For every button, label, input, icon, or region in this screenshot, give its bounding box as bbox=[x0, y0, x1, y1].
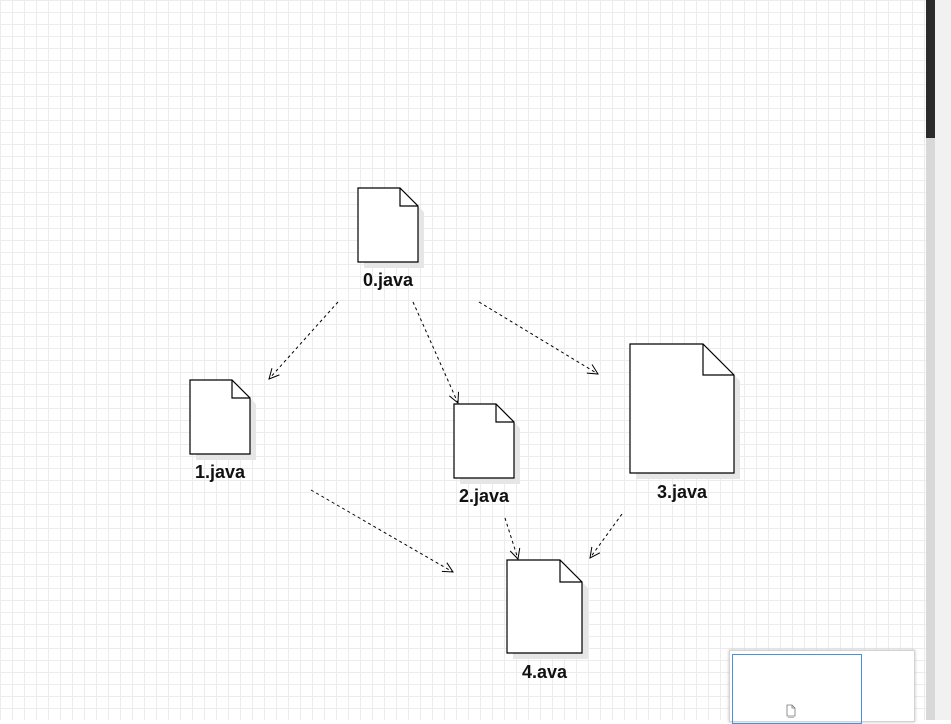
file-4-node[interactable] bbox=[506, 559, 588, 659]
document-fold bbox=[399, 188, 418, 207]
diagram-svg bbox=[189, 187, 740, 659]
document-icon bbox=[786, 704, 796, 718]
diagram-canvas[interactable]: 0.java 1.java 2.java 3.java 4.ava bbox=[0, 0, 926, 720]
file-2-label: 2.java bbox=[458, 486, 510, 506]
document-icon bbox=[629, 343, 735, 474]
file-0-label: 0.java bbox=[362, 270, 414, 290]
dependency-arrow-0-to-1[interactable] bbox=[269, 301, 339, 379]
document-fold bbox=[702, 344, 734, 376]
dependency-arrow-0-to-3[interactable] bbox=[478, 301, 598, 374]
document-fold bbox=[559, 560, 582, 583]
file-3-node[interactable] bbox=[629, 343, 740, 479]
scrollbar-rail[interactable] bbox=[926, 138, 935, 720]
edges-layer bbox=[269, 301, 623, 572]
document-icon bbox=[189, 379, 251, 455]
file-2-node[interactable] bbox=[453, 403, 520, 484]
file-1-node[interactable] bbox=[189, 379, 256, 460]
document-icon bbox=[453, 403, 515, 479]
document-icon bbox=[506, 559, 583, 654]
dependency-arrow-1-to-4[interactable] bbox=[310, 489, 453, 572]
document-icon bbox=[357, 187, 419, 263]
document-fold bbox=[495, 404, 514, 423]
outline-panel[interactable] bbox=[729, 650, 915, 724]
file-4-label: 4.ava bbox=[521, 662, 568, 682]
nodes-layer bbox=[189, 187, 740, 659]
file-1-label: 1.java bbox=[194, 462, 246, 482]
file-0-node[interactable] bbox=[357, 187, 424, 268]
dependency-arrow-3-to-4[interactable] bbox=[590, 513, 623, 558]
dependency-arrow-0-to-2[interactable] bbox=[412, 301, 458, 403]
dependency-arrow-2-to-4[interactable] bbox=[504, 517, 518, 559]
scrollbar-thumb[interactable] bbox=[926, 0, 935, 138]
document-fold bbox=[231, 380, 250, 399]
outline-viewport[interactable] bbox=[732, 654, 862, 724]
file-3-label: 3.java bbox=[656, 482, 708, 502]
